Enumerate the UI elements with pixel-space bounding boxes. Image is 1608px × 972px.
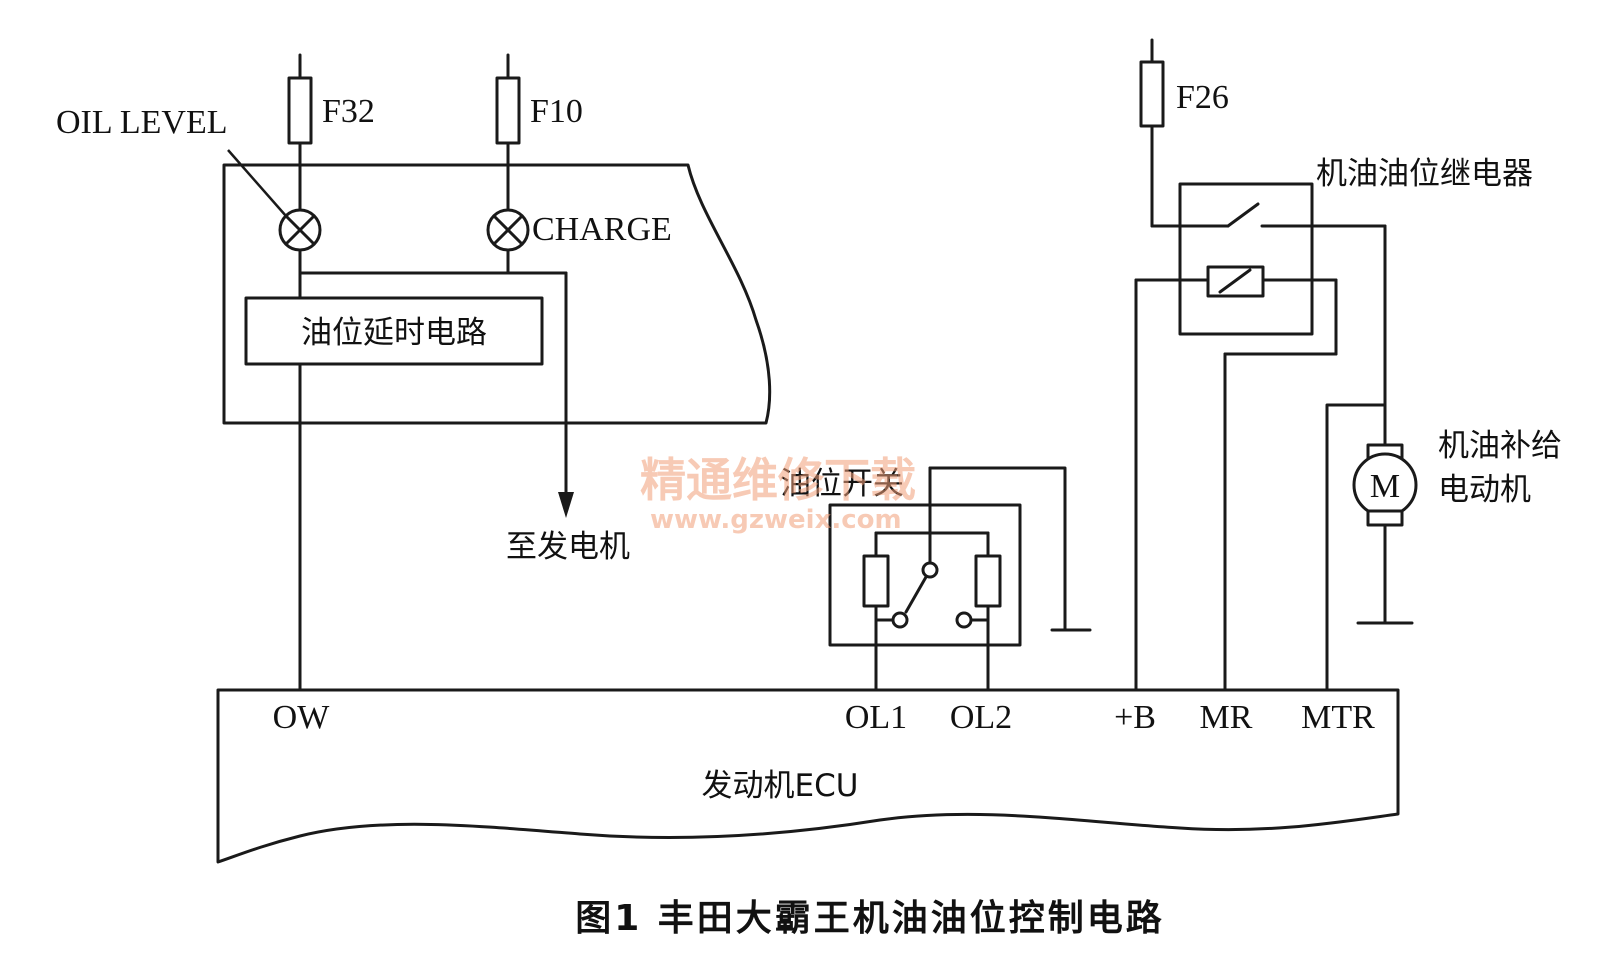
ecu-label: 发动机ECU xyxy=(702,768,859,804)
oil-level-label: OIL LEVEL xyxy=(56,104,228,141)
to-generator-arrow-icon xyxy=(558,492,574,518)
motor-label-line1: 机油补给 xyxy=(1438,428,1562,464)
watermark-line2: www.gzweix.com xyxy=(650,505,902,535)
engine-ecu-outline xyxy=(216,688,1400,864)
figure-caption: 图1 丰田大霸王机油油位控制电路 xyxy=(575,898,1165,939)
watermark-line1: 精通维修下载 xyxy=(640,453,916,507)
fuse-f32 xyxy=(287,76,313,145)
ecu-pin-ol2: OL2 xyxy=(950,699,1012,736)
ecu-pin-b: +B xyxy=(1114,699,1156,736)
charge-label: CHARGE xyxy=(532,211,672,248)
ecu-pin-ow: OW xyxy=(273,699,331,736)
oil-level-leader-line xyxy=(227,149,287,217)
oil-level-switch-icon xyxy=(828,466,1092,692)
motor-label-line2: 电动机 xyxy=(1438,472,1531,508)
charge-lamp-icon xyxy=(486,208,530,252)
ecu-pin-mtr: MTR xyxy=(1301,699,1375,736)
oil-level-relay-icon xyxy=(1134,182,1387,692)
fuse-f10-label: F10 xyxy=(530,93,583,130)
motor-symbol: M xyxy=(1370,468,1400,505)
oil-switch-label: 油位开关 xyxy=(780,466,904,502)
to-generator-label: 至发电机 xyxy=(506,529,630,565)
fuse-f32-label: F32 xyxy=(322,93,375,130)
delay-circuit-label: 油位延时电路 xyxy=(301,315,487,351)
oil-level-lamp-icon xyxy=(278,208,322,252)
combination-meter-outline xyxy=(222,163,772,425)
ecu-pin-ol1: OL1 xyxy=(845,699,907,736)
fuse-f26-label: F26 xyxy=(1176,79,1229,116)
fuse-f10 xyxy=(495,76,521,145)
relay-label: 机油油位继电器 xyxy=(1316,156,1533,192)
oil-delay-circuit-box xyxy=(244,296,544,366)
oil-supply-motor-icon xyxy=(1352,443,1418,625)
ecu-pin-mr: MR xyxy=(1200,699,1253,736)
fuse-f26 xyxy=(1139,60,1165,128)
